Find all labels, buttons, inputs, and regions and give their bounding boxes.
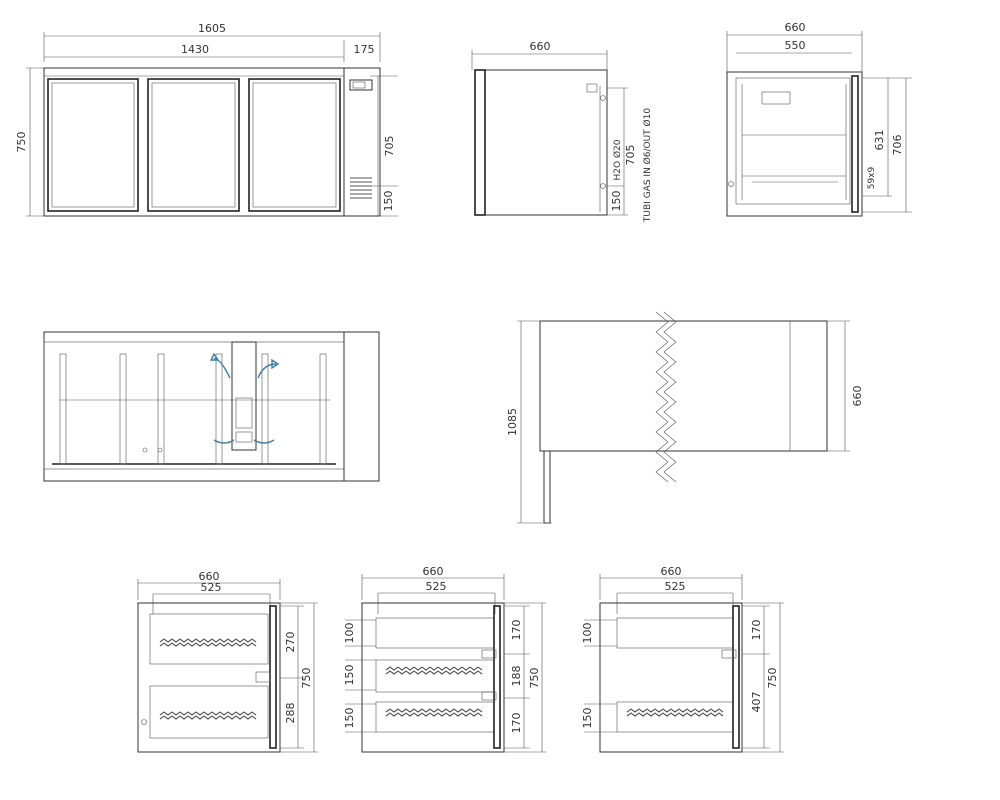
side-gas-tubes-label: TUBI GAS IN Ø6/OUT Ø10	[642, 108, 653, 223]
s2-depth-label: 660	[423, 565, 444, 578]
door-open-width-label: 660	[851, 386, 864, 407]
side-view: 660 150 H2O Ø20 705 TUBI GAS IN Ø6/OUT Ø…	[471, 40, 653, 223]
s2-mid-offset-label: 150	[343, 665, 356, 686]
section-two-drawers: 660 525 270 288 750	[137, 570, 318, 753]
s3-height-label: 750	[766, 668, 779, 689]
s3-top-offset-label: 100	[581, 623, 594, 644]
front-vent-height-label: 150	[382, 191, 395, 212]
side-height-label: 705	[624, 145, 637, 166]
s3-low-offset-label: 150	[581, 708, 594, 729]
s2-drawer3-label: 170	[510, 713, 523, 734]
end-height-label: 706	[891, 135, 904, 156]
front-view: 1605 1430 175 750 705 150	[15, 22, 398, 217]
section-drawer-door: 660 525 100 150 170 407 750	[581, 565, 784, 753]
door-open-depth-label: 1085	[506, 408, 519, 436]
front-inner-height-label: 705	[383, 136, 396, 157]
s1-top-drawer-label: 270	[284, 632, 297, 653]
front-height-label: 750	[15, 132, 28, 153]
controller-display-icon	[349, 79, 373, 91]
end-cutout-label: 59x9	[867, 166, 877, 189]
s2-drawer1-label: 170	[510, 620, 523, 641]
s3-depth-label: 660	[661, 565, 682, 578]
s1-height-label: 750	[300, 668, 313, 689]
s2-drawer2-label: 188	[510, 666, 523, 687]
s1-depth-label: 660	[199, 570, 220, 583]
airflow-bottom-icon	[213, 439, 275, 444]
s1-inner-label: 525	[201, 581, 222, 594]
plan-view	[43, 331, 380, 482]
compressor-vent-grille	[350, 177, 372, 199]
s1-bottom-drawer-label: 288	[284, 703, 297, 724]
s2-height-label: 750	[528, 668, 541, 689]
s3-inner-label: 525	[665, 580, 686, 593]
s2-inner-label: 525	[426, 580, 447, 593]
airflow-right-arrow-icon	[257, 363, 277, 379]
end-depth-label: 660	[785, 21, 806, 34]
end-inner-depth-label: 550	[785, 39, 806, 52]
s3-door-label: 407	[750, 692, 763, 713]
side-h2o-label: H2O Ø20	[612, 139, 623, 180]
s2-low-offset-label: 150	[343, 708, 356, 729]
end-view: 660 550 631 706 59x9	[726, 21, 912, 217]
airflow-left-arrow-icon	[213, 357, 231, 379]
section-three-drawers: 660 525 100 150 150 170 188 170	[343, 565, 546, 753]
s2-top-offset-label: 100	[343, 623, 356, 644]
end-inner-height-label: 631	[873, 130, 886, 151]
side-bottom-offset-label: 150	[610, 191, 623, 212]
front-compressor-label: 175	[354, 43, 375, 56]
front-width-label: 1605	[198, 22, 226, 35]
front-door-section-label: 1430	[181, 43, 209, 56]
side-depth-label: 660	[530, 40, 551, 53]
door-open-view: 1085 660	[506, 311, 864, 524]
s3-drawer-label: 170	[750, 620, 763, 641]
